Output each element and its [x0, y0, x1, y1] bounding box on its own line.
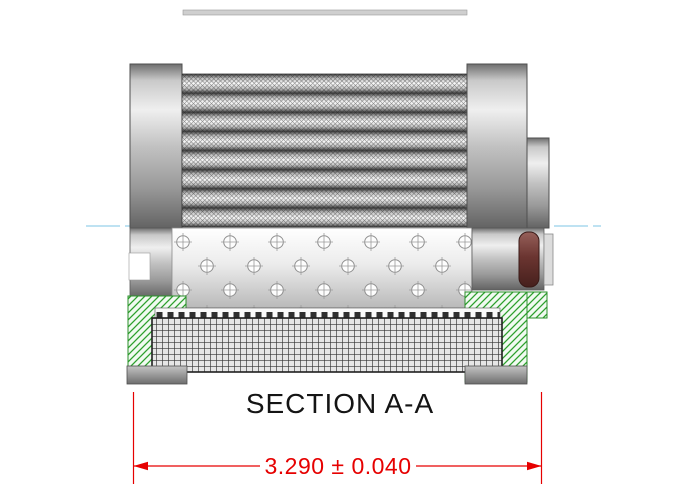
perforated-core-tube [171, 227, 473, 309]
end-block-notch [128, 252, 151, 281]
dimension-annotation: 3.290 ± 0.040 [132, 392, 543, 484]
dimension-arrow-left [133, 461, 148, 471]
end-cap-left [129, 63, 183, 229]
end-cap-right [466, 63, 528, 229]
foot-left [126, 365, 188, 385]
outer-wrap-top-edge [182, 9, 468, 16]
filter-element-section-half [126, 227, 554, 385]
section-label: SECTION A-A [246, 388, 434, 419]
outlet-adapter [471, 227, 554, 291]
filter-element-upper-half [129, 9, 550, 229]
dimension-arrow-right [527, 461, 542, 471]
o-ring [518, 231, 540, 288]
inner-end-block-left [128, 227, 179, 299]
pleat-tips-band [154, 307, 501, 319]
pleated-filter-media [181, 73, 468, 228]
support-feet [126, 365, 528, 385]
hatch-right-wing [526, 291, 548, 319]
dimension-text: 3.290 ± 0.040 [264, 453, 411, 479]
wire-mesh [151, 317, 503, 373]
outlet-nipple [526, 137, 550, 229]
foot-right [464, 365, 528, 385]
adapter-end-face [543, 233, 554, 286]
